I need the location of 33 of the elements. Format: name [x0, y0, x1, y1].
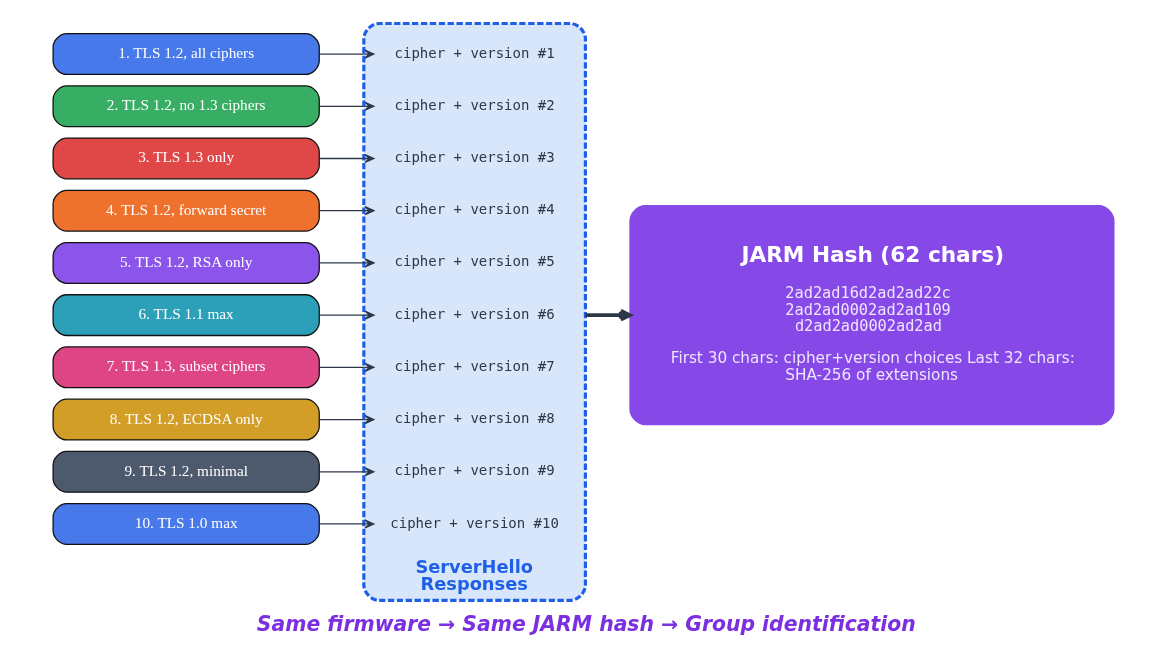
arrow — [318, 153, 375, 164]
node-text: cipher + version #9 — [394, 462, 555, 479]
node-box: 2. TLS 1.2, no 1.3 ciphers — [51, 85, 320, 128]
arrow — [318, 258, 375, 268]
node-text: cipher + version #2 — [394, 96, 555, 113]
arrow — [318, 467, 375, 477]
node-box: 4. TLS 1.2, forward secret — [51, 189, 320, 232]
node-box: 7. TLS 1.3, subset ciphers — [51, 346, 320, 389]
node-box: 6. TLS 1.1 max — [51, 294, 320, 337]
node-box: 3. TLS 1.3 only — [51, 137, 320, 180]
node-text: cipher + version #1 — [394, 44, 555, 61]
arrow — [318, 414, 375, 425]
arrow — [318, 49, 375, 59]
arrow — [318, 206, 375, 216]
node-box: 10. TLS 1.0 max — [51, 502, 320, 545]
node-text: cipher + version #5 — [394, 253, 555, 270]
node-text: cipher + version #10 — [389, 514, 559, 531]
caption: Same firmware → Same JARM hash → Group identification — [256, 611, 916, 636]
node-text: cipher + version #7 — [394, 357, 555, 374]
node-box: 9. TLS 1.2, minimal — [51, 450, 320, 493]
node-text: cipher + version #4 — [394, 201, 555, 218]
arrow — [584, 308, 632, 322]
node-text: cipher + version #6 — [394, 305, 555, 322]
node-box: 5. TLS 1.2, RSA only — [51, 241, 320, 284]
node-text: cipher + version #8 — [394, 410, 555, 427]
arrow — [318, 101, 375, 111]
arrow — [318, 519, 375, 529]
node-box: JARM Hash (62 chars) 2ad2ad16d2ad2ad22c 2ad2ad0002ad2ad109 d2ad2ad0002ad2ad First 30 chars: cipher+version choices Last 32 chars: SHA-256 of extensions — [628, 204, 1115, 426]
node-text: cipher + version #3 — [394, 149, 555, 166]
node-box: 1. TLS 1.2, all ciphers — [51, 33, 320, 76]
arrow — [318, 310, 375, 320]
node-box: 8. TLS 1.2, ECDSA only — [51, 398, 320, 441]
arrow — [318, 362, 375, 372]
